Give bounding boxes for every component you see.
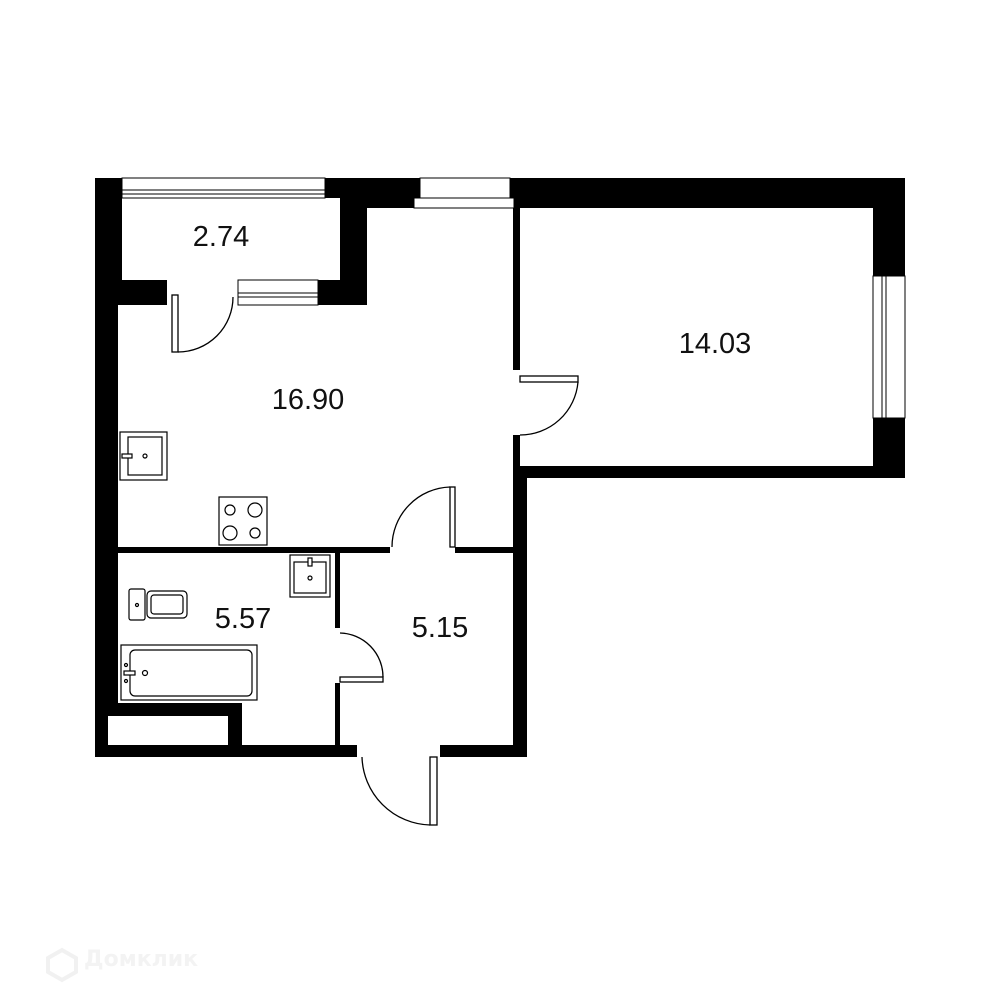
wall-kitchen-bottom — [118, 547, 390, 553]
window-bedroom — [872, 275, 906, 419]
wall-bottom-right — [440, 745, 527, 757]
fixtures — [119, 431, 331, 701]
kitchen-sink-icon — [119, 431, 168, 481]
room-area-bedroom: 14.03 — [679, 328, 752, 360]
wall-balcony-bottom-right — [318, 280, 367, 305]
wall-hall-top — [455, 547, 513, 553]
wall-hall-right — [513, 466, 527, 757]
door-balcony[interactable] — [171, 294, 179, 353]
door-kitchen[interactable] — [449, 486, 456, 548]
window-balcony — [121, 177, 326, 199]
doors — [171, 294, 579, 826]
watermark-text: Домклик — [84, 947, 198, 972]
wall-bedroom-left-lower — [513, 435, 520, 478]
bathroom-sink-icon — [289, 554, 331, 598]
watermark-logo: Домклик — [46, 947, 198, 983]
wall-bath-right-lower — [335, 683, 340, 745]
wall-left — [95, 178, 118, 757]
closet-interior — [108, 716, 228, 745]
wall-bedroom-bottom — [513, 466, 905, 478]
wall-bottom-left — [95, 745, 357, 757]
walls — [95, 178, 905, 757]
wall-top-mid2 — [367, 178, 420, 208]
room-labels: 2.74 16.90 14.03 5.57 5.15 — [193, 221, 752, 644]
room-area-balcony: 2.74 — [193, 221, 249, 253]
door-entrance[interactable] — [429, 756, 438, 826]
wall-bedroom-left-upper — [513, 208, 520, 370]
room-area-kitchen-living: 16.90 — [272, 384, 345, 416]
wall-right-upper — [873, 178, 905, 276]
wall-bath-right-upper — [335, 553, 340, 628]
door-bedroom[interactable] — [519, 375, 579, 383]
wall-balcony-bottom-left — [118, 280, 167, 305]
bathtub-icon — [120, 644, 258, 701]
door-bathroom[interactable] — [339, 676, 384, 683]
stove-icon — [218, 496, 268, 546]
wall-top-right — [510, 178, 905, 208]
house-icon — [46, 947, 78, 983]
room-area-hallway: 5.15 — [412, 612, 468, 644]
windows — [121, 177, 906, 419]
toilet-icon — [128, 588, 188, 621]
room-area-bathroom: 5.57 — [215, 603, 271, 635]
